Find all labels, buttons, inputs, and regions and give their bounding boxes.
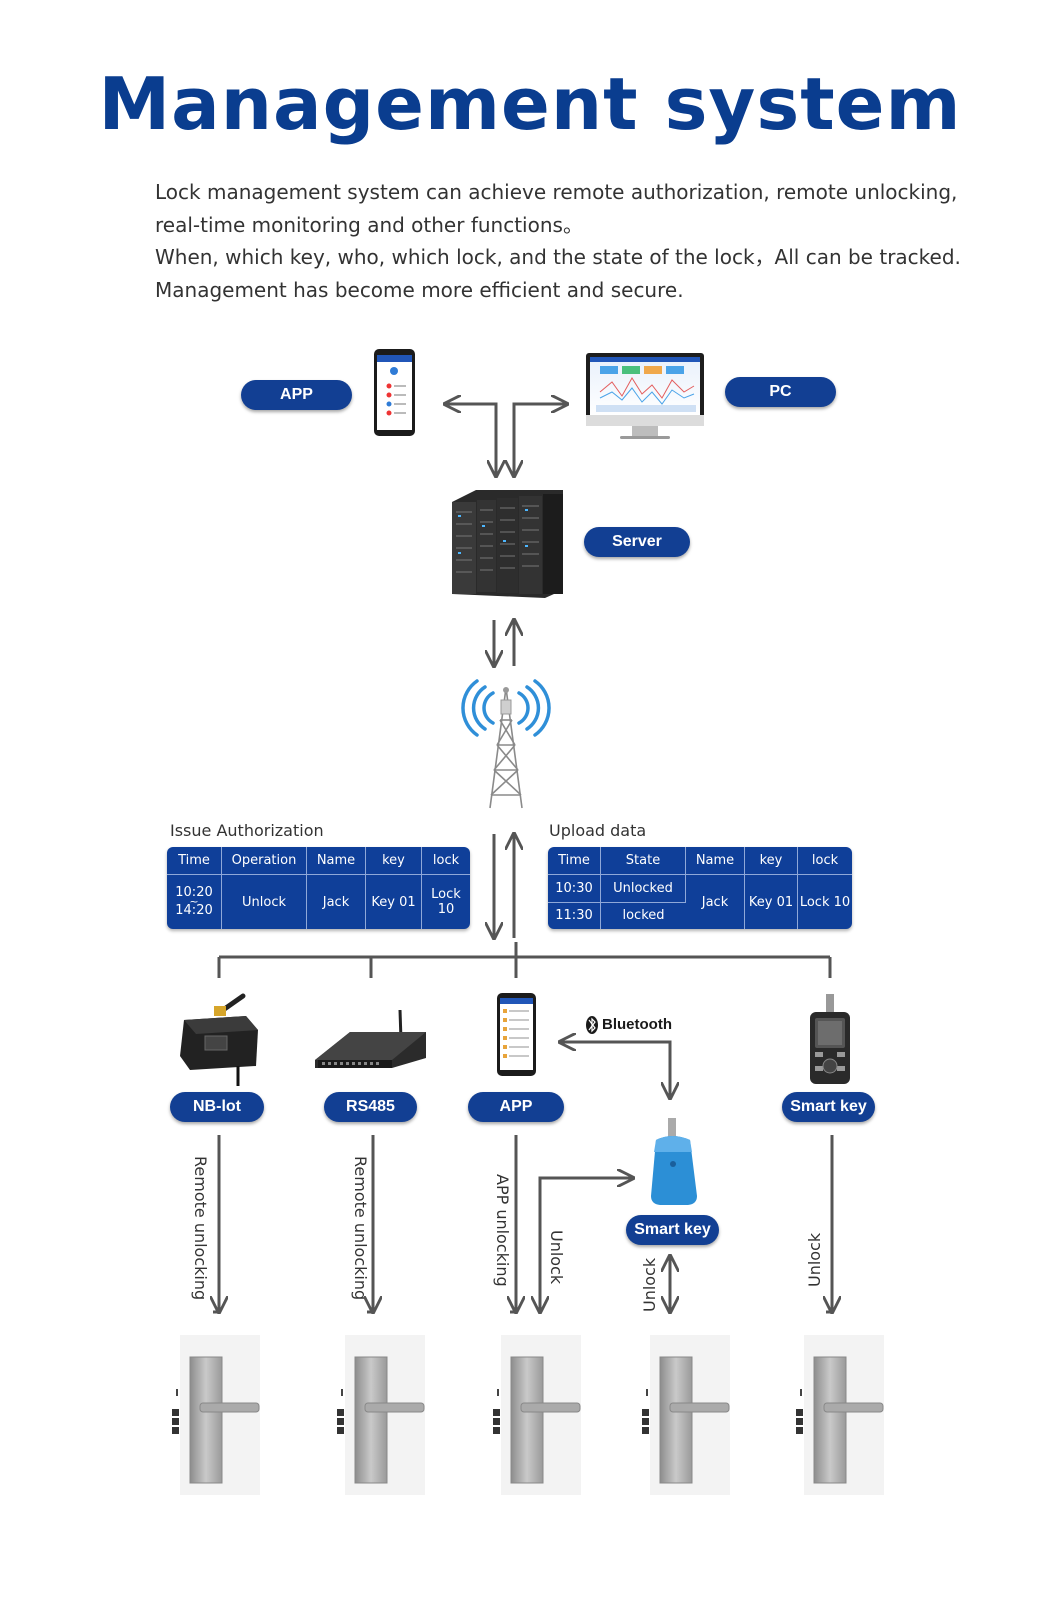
description: Lock management system can achieve remot…: [155, 176, 961, 306]
link-label-smart-key-right: Unlock: [805, 1232, 824, 1287]
bluetooth-icon: [586, 1016, 598, 1034]
door-lock-icon: [796, 1335, 884, 1495]
table-cell: Jack: [307, 875, 366, 929]
node-pc: PC: [725, 377, 836, 407]
table-header: Operation: [222, 847, 307, 875]
time-range-cell: 10:20 ~ 14:20: [167, 875, 222, 929]
table-header: lock: [798, 847, 852, 875]
door-lock-icon: [493, 1335, 581, 1495]
switch-icon: [315, 1009, 426, 1068]
gateway-icon: [180, 993, 258, 1086]
monitor-icon: [586, 353, 704, 439]
link-label-app: APP unlocking: [493, 1174, 512, 1287]
description-line: Lock management system can achieve remot…: [155, 180, 958, 204]
table-header: key: [366, 847, 422, 875]
table-cell: locked: [622, 908, 665, 924]
link-label-rs485: Remote unlocking: [351, 1156, 370, 1301]
phone-icon: [497, 993, 536, 1076]
smart-key-fob-icon: [651, 1118, 697, 1205]
issue-table: Time Operation Name key lock 10:20 ~ 14:…: [167, 847, 470, 929]
description-line: Management has become more efficient and…: [155, 277, 684, 302]
tower-icon: [461, 679, 551, 809]
node-app-top: APP: [241, 380, 352, 410]
phone-icon: [374, 349, 415, 436]
table-cell: Unlock: [222, 875, 307, 929]
description-line: real-time monitoring and other functions…: [155, 212, 583, 237]
table-header: lock: [422, 847, 470, 875]
table-header: Time: [548, 847, 601, 875]
server-icon: [452, 490, 563, 598]
table-cell: Key 01: [745, 875, 798, 929]
table-header: Name: [307, 847, 366, 875]
link-label-nb-iot: Remote unlocking: [191, 1156, 210, 1301]
table-header: Time: [167, 847, 222, 875]
smart-key-device-icon: [810, 994, 850, 1084]
table-cell: Unlocked: [601, 875, 686, 903]
link-label-smart-key-mid: Unlock: [640, 1257, 659, 1312]
node-rs485: RS485: [324, 1092, 417, 1122]
time-separator: ~: [189, 895, 199, 908]
table-header: Name: [686, 847, 745, 875]
page-title: Management system: [98, 62, 962, 146]
table-header: key: [745, 847, 798, 875]
node-nb-iot: NB-lot: [170, 1092, 264, 1122]
table-cell: Key 01: [366, 875, 422, 929]
table-cell: 10:30: [548, 875, 601, 903]
upload-table-caption: Upload data: [549, 821, 647, 840]
issue-table-caption: Issue Authorization: [170, 821, 324, 840]
node-smart-key-mid: Smart key: [626, 1215, 719, 1245]
node-app: APP: [468, 1092, 564, 1122]
bluetooth-label: Bluetooth: [602, 1016, 672, 1033]
time-from: 10:20: [175, 885, 213, 900]
door-lock-icon: [642, 1335, 730, 1495]
upload-table: Time State Name key lock 10:30 Unlocked …: [548, 847, 852, 929]
connector-lines: [213, 404, 832, 1312]
door-lock-icon: [172, 1335, 260, 1495]
time-to: 14:20: [175, 903, 213, 918]
node-server: Server: [584, 527, 690, 557]
table-cell: Lock 10: [799, 894, 851, 910]
description-line: When, which key, who, which lock, and th…: [155, 245, 961, 269]
link-label-app-to-key: Unlock: [547, 1230, 566, 1285]
table-header: State: [601, 847, 686, 875]
table-cell: Lock 10: [431, 887, 461, 917]
node-smart-key-right: Smart key: [782, 1092, 875, 1122]
door-lock-icon: [337, 1335, 425, 1495]
table-cell: Jack: [686, 875, 745, 929]
table-cell: 11:30: [548, 902, 601, 929]
